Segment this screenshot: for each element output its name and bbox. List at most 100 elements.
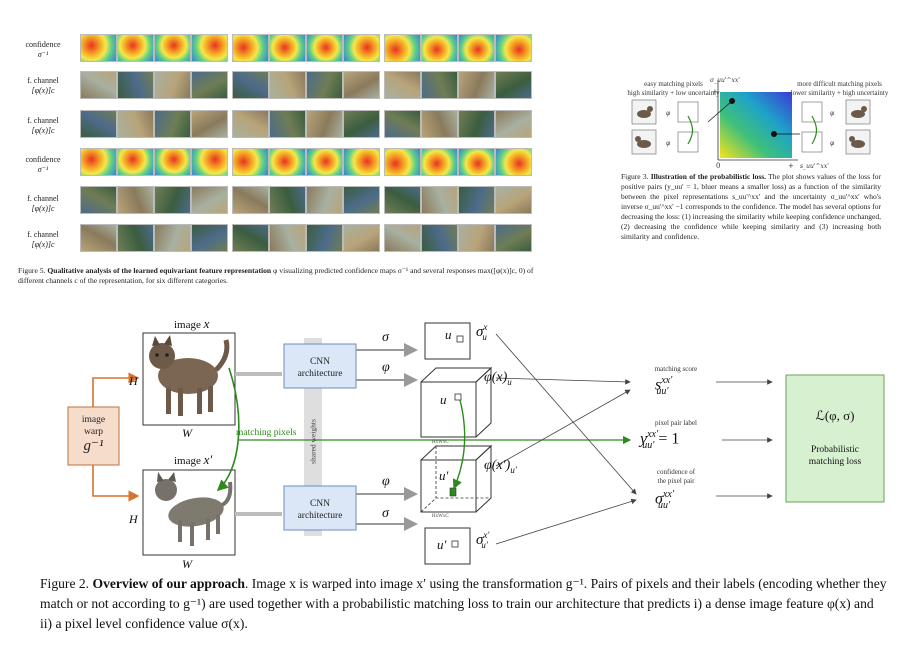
sigma-uprime-box	[424, 527, 471, 565]
fig3-origin: 0	[716, 162, 720, 170]
fig5-thumbnail	[232, 186, 269, 214]
fig5-thumbnail	[384, 34, 421, 62]
fig5-thumbnail	[154, 110, 191, 138]
fig5-thumbnail	[384, 224, 421, 252]
phi-x-u-label: φ(x)u	[484, 370, 512, 387]
fig5-thumbnail	[269, 71, 306, 99]
shared-weights-label: shared weights	[308, 419, 318, 464]
fig2-caption: Figure 2. Overview of our approach. Imag…	[40, 576, 887, 631]
fig3-cat-thumb-4	[845, 129, 871, 155]
fig5-thumbnail	[343, 71, 380, 99]
fig5-thumbnail	[495, 34, 532, 62]
fig5-thumbnail	[232, 224, 269, 252]
fig3-cube-2	[677, 131, 699, 153]
pixel-pair-symbol: yxx′uu′ = 1	[640, 429, 680, 451]
width-label-bottom: W	[182, 557, 192, 571]
fig5-thumbnail	[458, 34, 495, 62]
fig5-thumbnail	[80, 34, 117, 62]
phi-output-top: φ	[382, 360, 390, 375]
fig5-thumbnail	[306, 148, 343, 176]
hwc-label-bottom: HxWxC	[432, 514, 449, 519]
fig5-thumbnail	[269, 148, 306, 176]
phi-x-cube	[420, 366, 493, 438]
fig5-thumbnail	[495, 148, 532, 176]
u-label-cube: u	[440, 392, 447, 407]
fig5-thumbnail	[306, 186, 343, 214]
fig5-thumbnail	[191, 71, 228, 99]
fig5-thumbnail	[191, 224, 228, 252]
fig5-thumbnail	[269, 110, 306, 138]
fig5-thumbnail	[117, 186, 154, 214]
fig5-thumbnail	[343, 34, 380, 62]
fig5-row-label-6: f. channel[φ(x)]c	[27, 230, 59, 249]
fig5-thumbnail	[232, 110, 269, 138]
fig5-thumbnail	[191, 186, 228, 214]
fig5-thumbnail	[232, 71, 269, 99]
fig5-thumbnail	[495, 110, 532, 138]
fig3-plot: φ φ φ φ σ_uu'^xx' + 0 + s_uu'^xx'	[631, 77, 871, 170]
fig5-thumbnail	[191, 110, 228, 138]
matching-score-symbol: sxx′uu′	[655, 375, 673, 397]
sigma-output-bottom: σ	[382, 506, 389, 521]
fig5-thumbnail	[384, 186, 421, 214]
fig3-y-plus: +	[712, 88, 718, 96]
fig5-thumbnail	[458, 186, 495, 214]
fig5-thumbnail	[421, 71, 458, 99]
fig5-thumbnail	[306, 71, 343, 99]
fig5-thumbnail	[232, 148, 269, 176]
fig3-caption: Figure 3. Illustration of the probabilis…	[621, 172, 881, 241]
fig5-thumbnail	[495, 224, 532, 252]
sigma-output-top: σ	[382, 330, 389, 345]
image-warp-box	[67, 406, 120, 466]
fig5-thumbnail	[495, 186, 532, 214]
fig5-thumbnail	[154, 34, 191, 62]
fig5-thumbnail	[306, 224, 343, 252]
cat-image-x	[149, 335, 230, 416]
fig5-thumbnail	[117, 34, 154, 62]
fig3-cube-4	[801, 131, 823, 153]
pixel-pair-label: pixel pair label	[655, 419, 697, 427]
phi-output-bottom: φ	[382, 474, 390, 489]
fig5-thumbnail	[191, 34, 228, 62]
fig5-thumbnail	[191, 148, 228, 176]
fig5-thumbnail	[495, 71, 532, 99]
fig3-phi-4: φ	[830, 140, 835, 147]
fig3-cube-1	[677, 101, 699, 123]
fig5-row-label-2: f. channel[φ(x)]c	[27, 76, 59, 95]
matching-pixels-label: matching pixels	[236, 428, 297, 438]
fig5-caption: Figure 5. Qualitative analysis of the le…	[18, 266, 534, 285]
fig3-cat-thumb-2	[631, 129, 657, 155]
fig5-thumbnail	[80, 110, 117, 138]
image-x-label: image x	[174, 316, 210, 331]
cat-image-xprime	[155, 472, 233, 546]
fig5-thumbnail	[269, 186, 306, 214]
fig5-thumbnail	[117, 148, 154, 176]
fig5-thumbnail	[421, 224, 458, 252]
fig5-thumbnail	[458, 110, 495, 138]
cnn-box-top	[283, 343, 357, 389]
fig5-thumbnail	[458, 71, 495, 99]
hwc-label-top: HxWxC	[432, 440, 449, 445]
fig2-diagram	[67, 322, 885, 565]
sigma-uprime-label: σx′u′	[476, 530, 490, 550]
fig3-phi-3: φ	[830, 110, 835, 117]
fig5-thumbnail	[384, 148, 421, 176]
width-label-top: W	[182, 426, 192, 440]
sigma-u-label: σxu	[476, 322, 488, 342]
loss-box	[785, 374, 885, 503]
fig5-thumbnail	[306, 110, 343, 138]
loss-symbol: ℒ(φ, σ)	[815, 408, 855, 423]
fig5-thumbnail	[421, 148, 458, 176]
fig5-thumbnail	[384, 71, 421, 99]
height-label-bottom: H	[129, 512, 138, 526]
fig5-row-label-3: f. channel[φ(x)]c	[27, 116, 59, 135]
height-label-top: H	[129, 374, 138, 388]
fig5-thumbnail	[80, 71, 117, 99]
